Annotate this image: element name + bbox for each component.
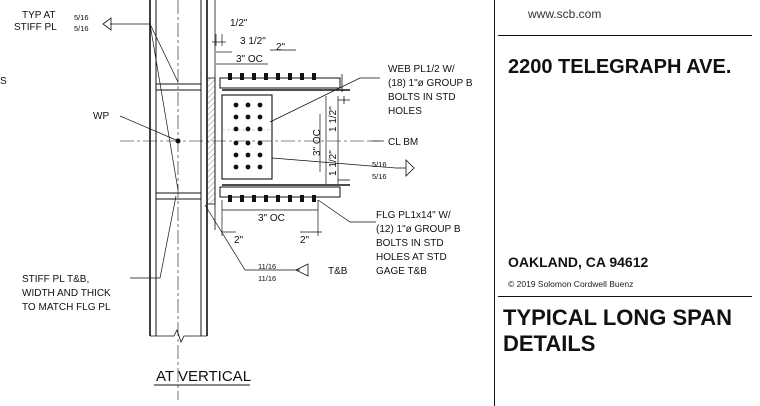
note-flg-pl-line2: (12) 1"ø GROUP B bbox=[376, 224, 461, 235]
web-bolts bbox=[233, 102, 263, 170]
note-flg-pl-line3: BOLTS IN STD bbox=[376, 238, 444, 249]
note-typ-stiff-line1: TYP AT bbox=[22, 10, 56, 21]
note-web-pl-line3: BOLTS IN STD bbox=[388, 92, 456, 103]
project-city: OAKLAND, CA 94612 bbox=[508, 254, 649, 270]
connection-detail-drawing: S TYP AT STIFF PL 5/16 5/16 WP 1/2" 3 1/… bbox=[0, 0, 473, 400]
weld-beam-top: 5/16 bbox=[372, 160, 387, 169]
sheet-title-line1: TYPICAL LONG SPAN bbox=[503, 305, 732, 330]
leader-lines bbox=[110, 23, 397, 279]
firm-url: www.scb.com bbox=[528, 7, 602, 21]
flange-bolts bbox=[228, 73, 316, 202]
note-flg-pl-line1: FLG PL1x14" W/ bbox=[376, 210, 451, 221]
note-web-pl-line1: WEB PL1/2 W/ bbox=[388, 64, 455, 75]
note-stiff-tb-line2: WIDTH AND THICK bbox=[22, 288, 111, 299]
work-point bbox=[175, 138, 181, 144]
note-stiff-tb-line1: STIFF PL T&B, bbox=[22, 274, 89, 285]
edge-label: S bbox=[0, 76, 7, 87]
note-flg-pl-line5: GAGE T&B bbox=[376, 266, 427, 277]
dim-three-half: 3 1/2" bbox=[240, 36, 266, 47]
column bbox=[149, 0, 216, 344]
note-wp: WP bbox=[93, 111, 109, 122]
center-lines bbox=[120, 0, 380, 400]
dim-one-half-a: 1 1/2" bbox=[328, 106, 339, 132]
weld-flange-top: 11/16 bbox=[258, 262, 276, 271]
sheet-title-line2: DETAILS bbox=[503, 331, 596, 356]
dim-two-top: 2" bbox=[276, 42, 286, 53]
note-stiff-tb-line3: TO MATCH FLG PL bbox=[22, 302, 111, 313]
project-address: 2200 TELEGRAPH AVE. bbox=[508, 56, 732, 78]
note-typ-stiff-line2: STIFF PL bbox=[14, 22, 57, 33]
section-title: AT VERTICAL bbox=[156, 368, 251, 385]
weld-flange-bottom: 11/16 bbox=[258, 274, 276, 283]
dim-three-oc-bottom: 3" OC bbox=[258, 213, 285, 224]
note-web-pl-line4: HOLES bbox=[388, 106, 422, 117]
weld-stiff-bottom: 5/16 bbox=[74, 24, 89, 33]
dim-three-oc-top: 3" OC bbox=[236, 54, 263, 65]
weld-stiff-top: 5/16 bbox=[74, 13, 89, 22]
title-block-border bbox=[494, 0, 495, 406]
dim-two-bottom-left: 2" bbox=[234, 235, 244, 246]
dim-three-oc-vertical: 3" OC bbox=[312, 129, 323, 156]
note-cl-bm: CL BM bbox=[388, 137, 418, 148]
note-tb-ref: T&B bbox=[328, 266, 348, 277]
weld-beam-bottom: 5/16 bbox=[372, 172, 387, 181]
note-web-pl-line2: (18) 1"ø GROUP B bbox=[388, 78, 473, 89]
dim-two-bottom-right: 2" bbox=[300, 235, 310, 246]
weld-symbols bbox=[102, 17, 415, 277]
title-block-divider-mid bbox=[498, 296, 752, 297]
dim-one-half-b: 1 1/2" bbox=[328, 150, 339, 176]
dim-half: 1/2" bbox=[230, 18, 248, 29]
copyright-notice: © 2019 Solomon Cordwell Buenz bbox=[508, 279, 634, 289]
title-block-divider-top bbox=[498, 35, 752, 36]
dimension-lines bbox=[212, 34, 339, 236]
beam bbox=[219, 74, 350, 198]
note-flg-pl-line4: HOLES AT STD bbox=[376, 252, 447, 263]
